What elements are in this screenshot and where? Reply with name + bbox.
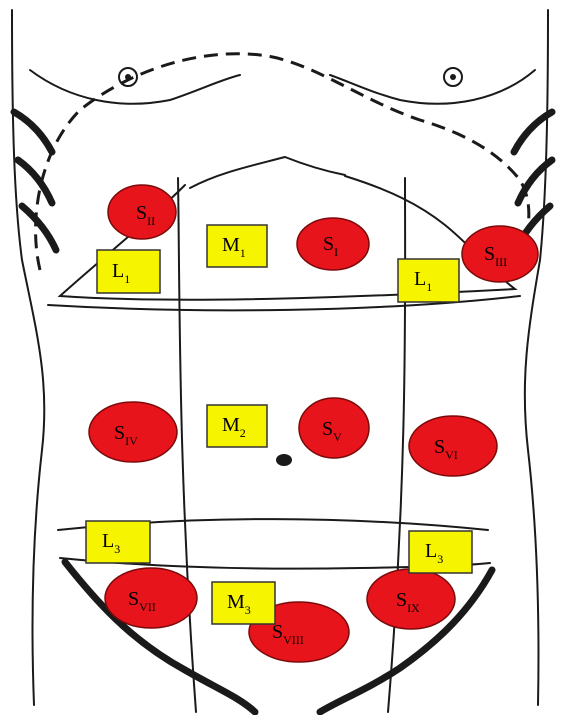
left-midclavicular-line <box>178 178 196 712</box>
mark-s9-ellipse <box>367 569 455 629</box>
costal-arch-top <box>190 157 345 188</box>
box-m2: M2 <box>207 405 267 447</box>
mark-s5: SV <box>299 398 369 458</box>
mark-s6: SVI <box>409 416 497 476</box>
mark-s3: SIII <box>462 226 538 282</box>
box-m1: M1 <box>207 225 267 267</box>
right-rib-2 <box>518 160 552 203</box>
mark-s7: SVII <box>105 568 197 628</box>
mark-s4-ellipse <box>89 402 177 462</box>
right-nipple-center <box>450 74 456 80</box>
nipples <box>119 68 462 86</box>
right-midclavicular-line <box>388 178 405 712</box>
box-l3-right: L3 <box>409 531 472 573</box>
box-l1-left: L1 <box>97 250 160 293</box>
navel-icon <box>276 454 292 466</box>
right-chest-curve <box>330 70 535 104</box>
mark-s4: SIV <box>89 402 177 462</box>
left-chest-curve <box>30 70 240 104</box>
mark-s5-ellipse <box>299 398 369 458</box>
mark-s2: SII <box>108 185 176 239</box>
left-rib-1 <box>14 112 52 152</box>
mark-s6-ellipse <box>409 416 497 476</box>
mark-s9: SIX <box>367 569 455 629</box>
mark-s7-ellipse <box>105 568 197 628</box>
box-l1-right: L1 <box>398 259 459 302</box>
left-nipple-center <box>125 74 131 80</box>
box-l3-left: L3 <box>86 521 150 563</box>
mark-s1: SI <box>297 218 369 270</box>
box-m3: M3 <box>212 582 275 624</box>
left-rib-2 <box>18 160 52 203</box>
mark-s3-ellipse <box>462 226 538 282</box>
left-rib-3 <box>22 206 56 250</box>
